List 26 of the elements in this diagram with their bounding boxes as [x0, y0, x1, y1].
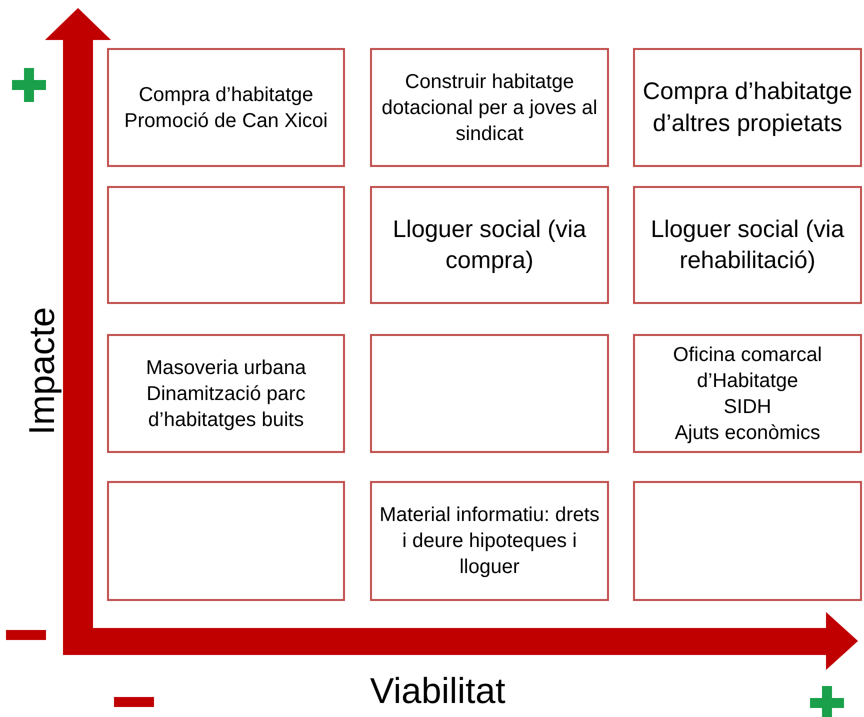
matrix-box [633, 334, 862, 453]
box-text: Construir habitatge dotacional per a joves al sindicat [380, 70, 598, 146]
matrix-box [107, 48, 345, 167]
y-axis-label: Impacte [21, 306, 64, 436]
box-text: Ajuts econòmics [674, 420, 820, 446]
box-text: Compra d’habitatge d’altres propietats [642, 77, 854, 138]
box-text: SIDH [724, 394, 772, 420]
box-text: Masoveria urbana [146, 356, 306, 380]
matrix-box [633, 48, 862, 167]
box-text: Material informatiu: drets i deure hipoteques i lloguer [378, 503, 601, 580]
box-text: Compra d’habitatge [138, 82, 314, 108]
box-text: Lloguer social (via compra) [392, 214, 588, 276]
matrix-box [370, 48, 609, 167]
matrix-box [370, 186, 609, 304]
empty-box [107, 186, 345, 304]
empty-box [633, 481, 862, 601]
box-text: Promoció de Can Xicoi [124, 108, 328, 134]
matrix-box [107, 334, 345, 453]
box-text: Lloguer social (via rehabilitació) [650, 214, 846, 276]
matrix-box [370, 481, 609, 601]
x-axis-label: Viabilitat [370, 670, 506, 712]
box-text: Dinamització parc d’habitatges buits [146, 382, 306, 432]
box-text: Oficina comarcal d’Habitatge [672, 342, 823, 394]
empty-box [370, 334, 609, 453]
matrix-box [633, 186, 862, 304]
empty-box [107, 481, 345, 601]
